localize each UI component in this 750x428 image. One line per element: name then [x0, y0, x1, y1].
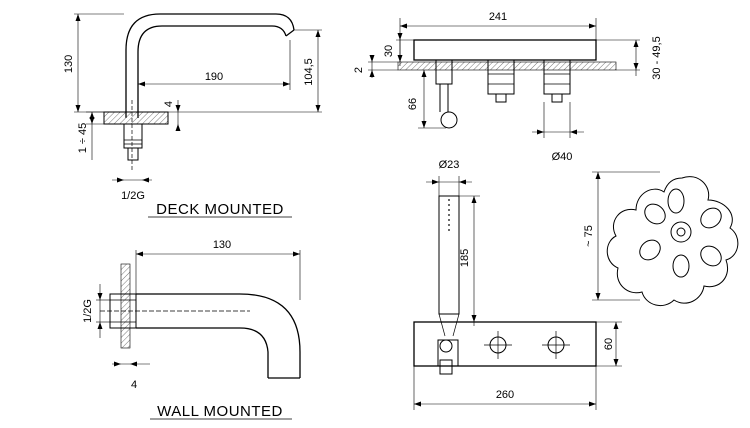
- front-valve-left: [484, 331, 512, 359]
- handle-dim-size: ~ 75: [583, 225, 595, 247]
- wall-dim-plate: 4: [131, 379, 137, 391]
- side-handshower: [439, 84, 449, 112]
- handle-holes: [639, 188, 722, 278]
- handle-outline: [606, 176, 739, 307]
- deck-mounted-view: 130 190 104,5 4 1 ÷ 45 1/2G DECK MOUNTED: [63, 13, 322, 218]
- side-view: 241 30 2 66 30 - 49,5 Ø40: [353, 11, 663, 163]
- side-dim-plate: 2: [353, 67, 365, 73]
- handle-detail: ~ 75: [583, 171, 739, 307]
- handshower-front-view: Ø23 185 260 60: [413, 159, 622, 410]
- side-dim-width: 241: [489, 11, 507, 23]
- wall-dim-thread: 1/2G: [82, 299, 94, 323]
- handle-centre: [670, 221, 692, 243]
- side-deck: [397, 61, 617, 71]
- wall-mounted-caption: WALL MOUNTED: [157, 403, 283, 420]
- side-dim-depth: 66: [407, 98, 419, 110]
- deck-plate: [103, 111, 169, 125]
- side-dim-bar: 30: [383, 45, 395, 57]
- handshower-dim-length: 185: [459, 249, 471, 267]
- side-bar: [413, 39, 597, 61]
- deck-tail: [123, 123, 143, 149]
- deck-dim-thread: 1/2G: [121, 190, 145, 202]
- wall-spout-inner: [136, 327, 269, 378]
- side-dim-diameter: Ø40: [552, 151, 573, 163]
- handshower-head: [438, 195, 460, 315]
- deck-spout-inner: [137, 25, 287, 118]
- wall-mounted-view: 130 1/2G 4 WALL MOUNTED: [82, 239, 301, 420]
- deck-dim-plate: 4: [163, 101, 175, 107]
- handshower-dim-width: 260: [496, 389, 514, 401]
- deck-dim-range: 1 ÷ 45: [77, 123, 89, 154]
- handshower-bar: [413, 321, 597, 367]
- deck-dim-spout: 104,5: [303, 58, 315, 86]
- wall-dim-reach: 130: [213, 239, 231, 251]
- deck-dim-height: 130: [63, 55, 75, 73]
- handshower-dim-diameter: Ø23: [439, 159, 460, 171]
- handshower-dim-height: 60: [603, 338, 615, 350]
- wall-spout-outline: [136, 293, 301, 378]
- handshower-nozzles: [448, 199, 450, 231]
- wall-section: [120, 263, 131, 349]
- front-valve-right: [542, 331, 570, 359]
- side-dim-range: 30 - 49,5: [651, 36, 663, 79]
- deck-dim-reach: 190: [205, 71, 223, 83]
- deck-mounted-caption: DECK MOUNTED: [156, 201, 284, 218]
- deck-spout-outline: [125, 13, 295, 118]
